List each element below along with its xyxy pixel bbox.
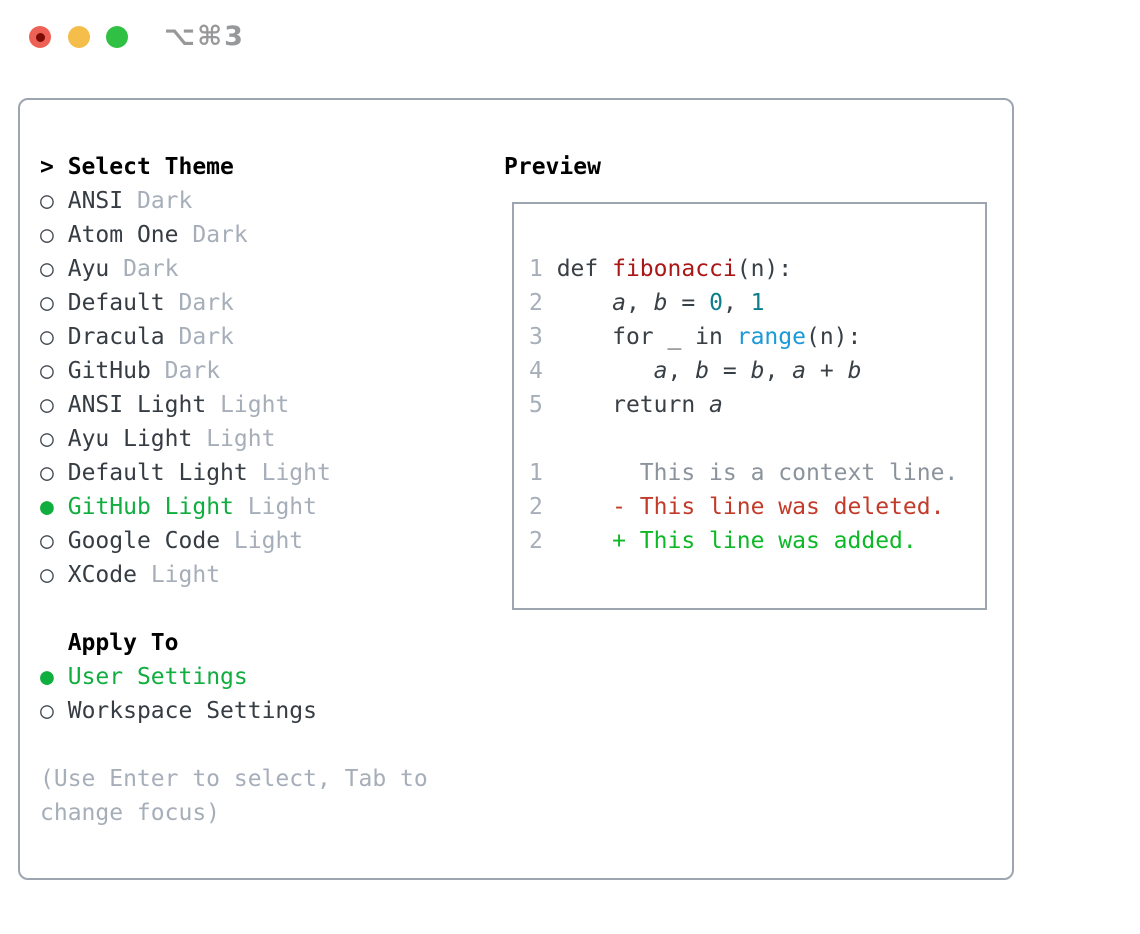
theme-variant: Light	[150, 562, 221, 588]
theme-option-ayu-dark[interactable]: ○ Ayu Dark	[40, 252, 452, 286]
theme-variant: Light	[261, 460, 331, 486]
select-theme-label: Select Theme	[67, 154, 234, 180]
radio-selected-icon: ●	[40, 494, 54, 520]
theme-option-ansi-dark[interactable]: ○ ANSI Dark	[40, 184, 452, 218]
radio-selected-icon: ●	[40, 664, 54, 690]
theme-option-dracula-dark[interactable]: ○ Dracula Dark	[40, 320, 452, 354]
radio-unselected-icon: ○	[40, 324, 54, 350]
cursor-marker: >	[40, 154, 54, 180]
code-line: 1 def fibonacci(n):	[529, 256, 793, 282]
diff-line: 2 + This line was added.	[529, 528, 917, 554]
theme-variant: Dark	[164, 358, 221, 384]
theme-name: Dracula	[67, 324, 165, 350]
theme-list: ○ ANSI Dark○ Atom One Dark○ Ayu Dark○ De…	[40, 184, 452, 592]
theme-variant: Light	[220, 392, 290, 418]
preview-box: 1 def fibonacci(n): 2 a, b = 0, 1 3 for _ …	[512, 202, 987, 610]
theme-name: Ayu	[67, 256, 110, 282]
code-line: 5 return a	[529, 392, 723, 418]
theme-variant: Dark	[178, 324, 234, 350]
apply-option-label: User Settings	[67, 664, 248, 690]
theme-name: ANSI	[67, 188, 124, 214]
radio-unselected-icon: ○	[40, 562, 54, 588]
titlebar: ⌥⌘3	[0, 0, 1140, 74]
theme-variant: Dark	[136, 188, 193, 214]
theme-option-github-light-light[interactable]: ● GitHub Light Light	[40, 490, 452, 524]
keyboard-hint: (Use Enter to select, Tab to change focu…	[40, 766, 428, 826]
apply-to-list: ● User Settings○ Workspace Settings	[40, 660, 452, 728]
window-title: ⌥⌘3	[164, 21, 245, 52]
spacer	[40, 592, 452, 626]
radio-unselected-icon: ○	[40, 188, 54, 214]
theme-name: GitHub	[67, 358, 151, 384]
theme-option-xcode-light[interactable]: ○ XCode Light	[40, 558, 452, 592]
theme-variant: Light	[247, 494, 317, 520]
apply-to-label: Apply To	[67, 630, 179, 656]
radio-unselected-icon: ○	[40, 460, 54, 486]
apply-option-user-settings[interactable]: ● User Settings	[40, 660, 452, 694]
code-line: 3 for _ in range(n):	[529, 324, 862, 350]
diff-line: 2 - This line was deleted.	[529, 494, 945, 520]
apply-option-workspace-settings[interactable]: ○ Workspace Settings	[40, 694, 452, 728]
radio-unselected-icon: ○	[40, 222, 54, 248]
radio-unselected-icon: ○	[40, 426, 54, 452]
radio-unselected-icon: ○	[40, 528, 54, 554]
theme-option-default-dark[interactable]: ○ Default Dark	[40, 286, 452, 320]
theme-option-default-light-light[interactable]: ○ Default Light Light	[40, 456, 452, 490]
theme-option-github-dark[interactable]: ○ GitHub Dark	[40, 354, 452, 388]
theme-variant: Light	[233, 528, 304, 554]
theme-name: XCode	[67, 562, 137, 588]
diff-line: 1 This is a context line.	[529, 460, 959, 486]
code-line: 4 a, b = b, a + b	[529, 358, 862, 384]
theme-name: ANSI Light	[67, 392, 207, 418]
close-button[interactable]	[29, 26, 51, 48]
select-theme-header: > Select Theme	[40, 150, 452, 184]
preview-header: Preview	[504, 154, 601, 180]
theme-option-google-code-light[interactable]: ○ Google Code Light	[40, 524, 452, 558]
code-preview: 1 def fibonacci(n): 2 a, b = 0, 1 3 for _ …	[529, 252, 985, 422]
theme-variant: Dark	[178, 290, 234, 316]
theme-selector-panel: >Select Theme ○ ANSI Dark○ Atom One Dark…	[18, 98, 1014, 880]
diff-preview: 1 This is a context line. 2 - This line w…	[529, 456, 985, 558]
radio-unselected-icon: ○	[40, 256, 54, 282]
theme-variant: Dark	[192, 222, 248, 248]
theme-option-ansi-light-light[interactable]: ○ ANSI Light Light	[40, 388, 452, 422]
spacer	[40, 728, 452, 762]
left-column: >Select Theme ○ ANSI Dark○ Atom One Dark…	[40, 150, 452, 830]
theme-name: Atom One	[67, 222, 179, 248]
theme-name: Ayu Light	[67, 426, 193, 452]
zoom-button[interactable]	[106, 26, 128, 48]
theme-option-atom-one-dark[interactable]: ○ Atom One Dark	[40, 218, 452, 252]
theme-name: Default	[67, 290, 165, 316]
radio-unselected-icon: ○	[40, 290, 54, 316]
radio-unselected-icon: ○	[40, 698, 54, 724]
theme-name: Default Light	[67, 460, 248, 486]
code-line: 2 a, b = 0, 1	[529, 290, 765, 316]
theme-name: Google Code	[67, 528, 221, 554]
apply-to-header: Apply To	[40, 626, 452, 660]
theme-variant: Light	[206, 426, 276, 452]
blank-line	[529, 422, 985, 456]
minimize-button[interactable]	[68, 26, 90, 48]
radio-unselected-icon: ○	[40, 358, 54, 384]
radio-unselected-icon: ○	[40, 392, 54, 418]
theme-option-ayu-light-light[interactable]: ○ Ayu Light Light	[40, 422, 452, 456]
theme-name: GitHub Light	[67, 494, 234, 520]
apply-option-label: Workspace Settings	[67, 698, 317, 724]
theme-variant: Dark	[123, 256, 179, 282]
